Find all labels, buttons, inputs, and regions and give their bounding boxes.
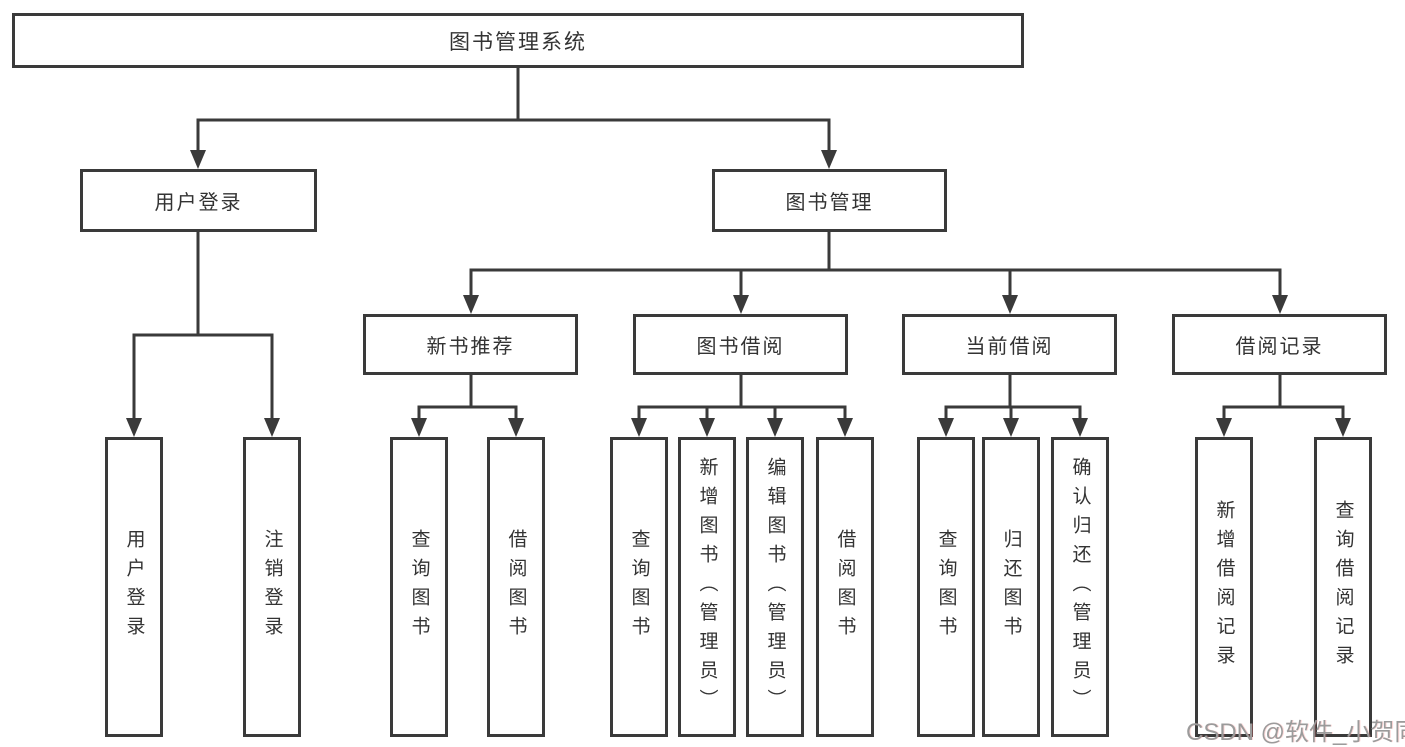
leaf-label: 查询借阅记录 (1332, 500, 1354, 674)
node-label: 当前借阅 (965, 336, 1054, 358)
leaf-label: 编辑图书（管理员） (764, 456, 786, 718)
node-library-management-system: 图书管理系统 (12, 13, 1024, 68)
leaf-label: 借阅图书 (505, 529, 527, 645)
leaf-confirm-return-admin: 确认归还（管理员） (1051, 437, 1109, 737)
node-label: 图书借阅 (696, 336, 785, 358)
node-label: 新书推荐 (426, 336, 515, 358)
csdn-watermark: CSDN @软件_小贺同学 (1186, 719, 1405, 746)
leaf-return-books: 归还图书 (982, 437, 1040, 737)
leaf-query-books-current: 查询图书 (917, 437, 975, 737)
leaf-label: 用户登录 (123, 529, 145, 645)
leaf-label: 新增图书（管理员） (696, 456, 718, 718)
node-book-management: 图书管理 (712, 169, 947, 232)
leaf-borrow-books: 借阅图书 (816, 437, 874, 737)
leaf-label: 新增借阅记录 (1213, 500, 1235, 674)
leaf-add-borrow-record: 新增借阅记录 (1195, 437, 1253, 737)
leaf-edit-books-admin: 编辑图书（管理员） (746, 437, 804, 737)
leaf-label: 查询图书 (935, 529, 957, 645)
leaf-user-login: 用户登录 (105, 437, 163, 737)
node-current-borrow: 当前借阅 (902, 314, 1117, 375)
arrowhead-icons (126, 150, 1351, 437)
leaf-add-books-admin: 新增图书（管理员） (678, 437, 736, 737)
node-new-book-recommend: 新书推荐 (363, 314, 578, 375)
node-borrow-record: 借阅记录 (1172, 314, 1387, 375)
leaf-query-borrow-record: 查询借阅记录 (1314, 437, 1372, 737)
leaf-label: 查询图书 (628, 529, 650, 645)
leaf-label: 借阅图书 (834, 529, 856, 645)
node-label: 用户登录 (154, 192, 243, 214)
leaf-label: 注销登录 (261, 529, 283, 645)
node-label: 图书管理 (785, 192, 874, 214)
node-label: 借阅记录 (1235, 336, 1324, 358)
leaf-label: 归还图书 (1000, 529, 1022, 645)
leaf-borrow-books-recommend: 借阅图书 (487, 437, 545, 737)
node-label: 图书管理系统 (449, 30, 587, 54)
leaf-label: 查询图书 (408, 529, 430, 645)
leaf-query-books-recommend: 查询图书 (390, 437, 448, 737)
node-book-borrow: 图书借阅 (633, 314, 848, 375)
leaf-label: 确认归还（管理员） (1069, 456, 1091, 718)
node-user-login: 用户登录 (80, 169, 317, 232)
leaf-logout: 注销登录 (243, 437, 301, 737)
leaf-query-books: 查询图书 (610, 437, 668, 737)
